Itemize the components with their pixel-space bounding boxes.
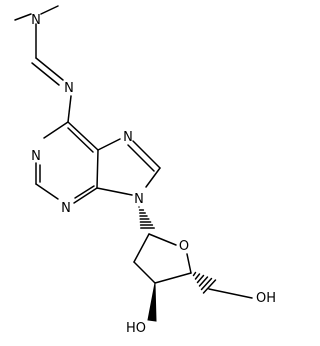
bond-c5prime-oh (208, 288, 253, 299)
atom-n-dimethyl: N (31, 13, 41, 28)
atom-n7: N (123, 130, 133, 145)
atom-oh-3prime: HO (126, 321, 146, 336)
bond-n7-c8-b (127, 144, 155, 172)
atom-oh-5prime: OH (256, 291, 276, 306)
bond-methyl-left (14, 13, 32, 21)
bond-c8-n9 (145, 167, 161, 188)
bond-c3prime-c4prime (154, 272, 192, 284)
wedge-c3-oh (147, 282, 157, 322)
chemical-structure: N N N N N N O OH HO (14, 5, 276, 336)
atom-n3: N (61, 201, 71, 216)
atom-n9: N (134, 192, 144, 207)
atom-o-ring: O (179, 239, 189, 254)
atom-n-imine: N (64, 81, 74, 96)
hashed-c4-c5-bond (192, 271, 217, 294)
bond-c2prime-c3prime (133, 261, 156, 284)
bond-n3-c4-inner (74, 185, 95, 199)
atom-labels: N N N N N N O OH HO (31, 13, 276, 336)
bond-c4-c5 (96, 149, 99, 189)
bond-methyl-right (40, 5, 59, 15)
bond-c5-c6-a (67, 121, 99, 151)
bond-n7-c8-a (132, 140, 161, 169)
bond-o-c1 (148, 233, 177, 246)
atom-n1: N (31, 149, 41, 164)
bond-c6-n1 (43, 121, 69, 139)
bond-ch-n-double-b (31, 62, 60, 86)
bond-c4prime-o (186, 253, 192, 274)
bond-ch-n-double-a (35, 57, 64, 81)
bonds (14, 5, 253, 322)
hashed-glycosidic-bond (138, 206, 155, 229)
bond-c5-n7 (97, 138, 121, 151)
bond-n3-c4 (73, 187, 98, 204)
bond-c1-c2prime (133, 233, 150, 263)
bond-c5-c6-b (67, 127, 94, 153)
bond-c2-n3 (35, 183, 59, 200)
bond-n-c6 (67, 95, 72, 123)
bond-n9-c4 (96, 187, 133, 196)
